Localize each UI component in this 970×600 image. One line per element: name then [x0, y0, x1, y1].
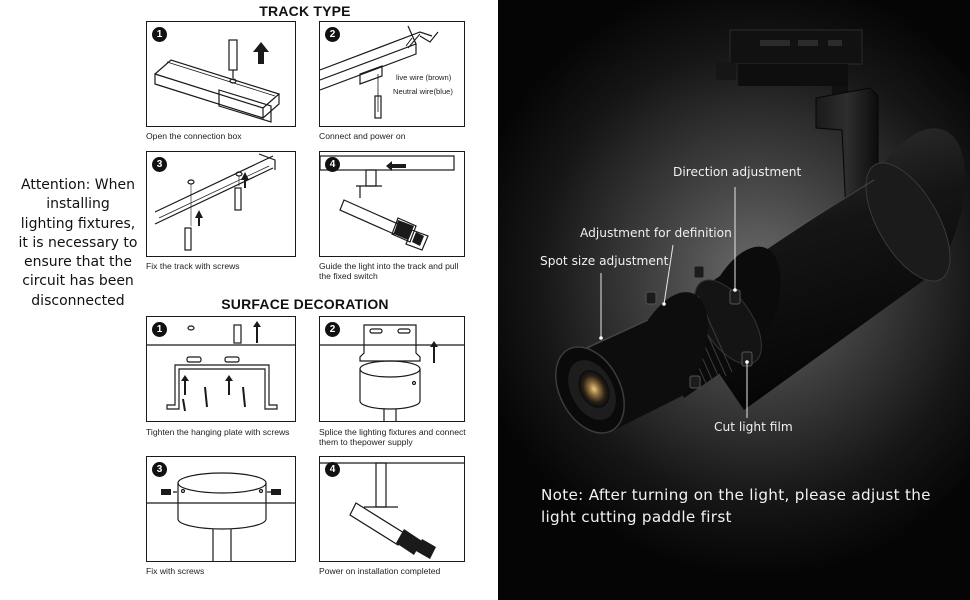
- surface-step-3-drawing: [147, 472, 295, 561]
- cut-light-film-label: Cut light film: [714, 420, 793, 434]
- callout-lines: [600, 187, 748, 418]
- definition-adjustment-label: Adjustment for definition: [580, 226, 732, 240]
- installation-guide: Attention: When installing lighting fixt…: [18, 3, 466, 576]
- surface-step-2-panel: 2: [319, 316, 465, 422]
- track-type-title: TRACK TYPE: [259, 3, 351, 19]
- track-step-3-panel: 3: [146, 151, 296, 257]
- track-adapter: [716, 29, 863, 98]
- surface-step-1-drawing: [147, 321, 295, 412]
- attention-warning: Attention: When installing lighting fixt…: [18, 177, 138, 309]
- surface-step-4-caption: Power on installation completed: [319, 566, 441, 576]
- direction-adjustment-label: Direction adjustment: [673, 165, 802, 179]
- neutral-wire-label: Neutral wire(blue): [393, 87, 453, 96]
- surface-step-3-panel: 3: [146, 456, 296, 562]
- surface-decoration-title: SURFACE DECORATION: [221, 296, 389, 312]
- track-step-3-drawing: [154, 153, 276, 251]
- track-step-1-caption: Open the connection box: [146, 131, 242, 141]
- track-step-3-caption: Fix the track with screws: [146, 261, 240, 271]
- adjustment-note: Note: After turning on the light, please…: [541, 486, 931, 526]
- track-step-3-number: 3: [152, 157, 167, 172]
- surface-step-4-drawing: [320, 462, 464, 559]
- track-step-2-number: 2: [325, 27, 340, 42]
- track-step-4-drawing: [320, 155, 455, 251]
- track-step-4-caption: Guide the light into the track and pull …: [319, 261, 459, 282]
- track-step-2-drawing: [320, 25, 439, 119]
- spotlight-illustration: [555, 29, 966, 434]
- adjustment-knobs: [645, 265, 753, 389]
- surface-step-3-caption: Fix with screws: [146, 566, 205, 576]
- track-step-2-caption: Connect and power on: [319, 131, 406, 141]
- track-step-2-panel: 2 live wire (brown) Neutral wire(blue): [319, 21, 465, 127]
- surface-step-4-panel: 4: [319, 456, 465, 562]
- surface-step-2-caption: Splice the lighting fixtures and connect…: [319, 427, 466, 448]
- track-step-1-drawing: [154, 39, 281, 123]
- front-lens: [555, 346, 625, 434]
- surface-step-2-drawing: [320, 324, 464, 421]
- surface-step-3-number: 3: [152, 462, 167, 477]
- surface-step-4-number: 4: [325, 462, 340, 477]
- track-step-1-panel: 1: [146, 21, 296, 127]
- surface-step-2-number: 2: [325, 322, 340, 337]
- product-photo-panel: Direction adjustment Adjustment for defi…: [498, 0, 970, 600]
- surface-step-1-caption: Tighten the hanging plate with screws: [146, 427, 290, 437]
- track-step-4-panel: 4: [319, 151, 465, 257]
- track-step-4-number: 4: [325, 157, 340, 172]
- surface-step-1-panel: 1: [146, 316, 296, 422]
- surface-step-1-number: 1: [152, 322, 167, 337]
- track-step-1-number: 1: [152, 27, 167, 42]
- live-wire-label: live wire (brown): [396, 73, 452, 82]
- spot-size-adjustment-label: Spot size adjustment: [540, 254, 669, 268]
